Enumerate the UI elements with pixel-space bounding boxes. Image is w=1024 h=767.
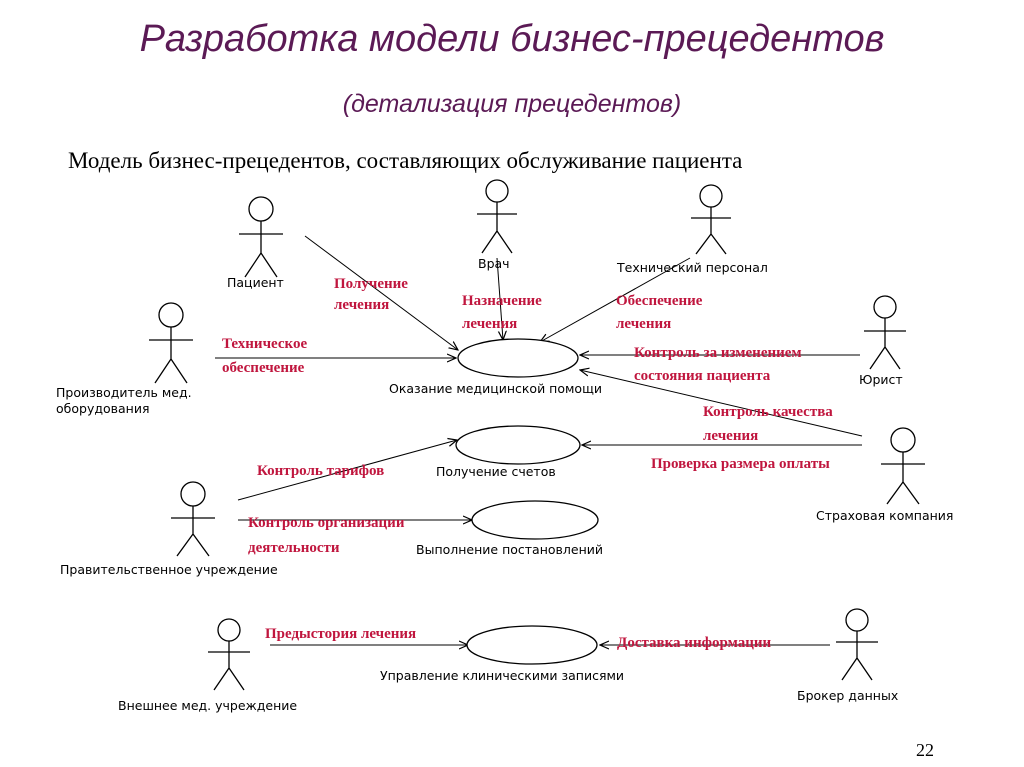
assoc-label-quality-control-2: лечения [703, 428, 758, 444]
slide-subtitle: (детализация прецедентов) [342, 90, 682, 118]
actor-body [864, 318, 906, 370]
assoc-line-insurance-care [580, 370, 863, 437]
actor-external-med [208, 618, 250, 691]
actor-label-patient: Пациент [227, 275, 284, 290]
usecase-label-records: Управление клиническими записями [380, 668, 624, 683]
assoc-line-tech-staff [540, 257, 691, 342]
assoc-label-receive-treatment-2: лечения [334, 297, 389, 313]
assoc-label-tech-support-1: Техническое [222, 336, 307, 352]
actor-head [217, 618, 241, 642]
actor-doctor [477, 179, 517, 254]
assoc-label-org-control-2: деятельности [248, 540, 340, 556]
page-number: 22 [916, 740, 934, 760]
actor-label-manufacturer-line1: Производитель мед. [56, 385, 192, 400]
usecase-regulations-ellipse [471, 500, 599, 540]
assoc-label-payment-check: Проверка размера оплаты [651, 456, 830, 472]
usecase-label-regulations: Выполнение постановлений [416, 542, 603, 557]
actor-label-data-broker: Брокер данных [797, 688, 898, 703]
actor-body [881, 452, 925, 505]
actor-patient [239, 196, 283, 278]
actor-label-manufacturer-line2: оборудования [56, 401, 149, 416]
actor-insurance [881, 427, 925, 505]
actor-lawyer [864, 295, 906, 370]
actor-head [180, 481, 206, 507]
assoc-line-patient [304, 235, 458, 350]
actor-body [208, 641, 250, 691]
actor-head [890, 427, 916, 453]
assoc-label-tech-support-2: обеспечение [222, 360, 305, 376]
assoc-label-treatment-history: Предыстория лечения [265, 626, 416, 642]
association-lines [215, 235, 863, 645]
usecase-label-billing: Получение счетов [436, 464, 556, 479]
actor-head [845, 608, 869, 632]
actor-body [836, 631, 878, 681]
assoc-label-prescribe-treatment-2: лечения [462, 316, 517, 332]
assoc-line-doctor [496, 257, 503, 340]
use-cases [455, 338, 599, 665]
usecase-billing-ellipse [455, 425, 581, 465]
actor-label-external-med: Внешнее мед. учреждение [118, 698, 297, 713]
usecase-label-medical-care: Оказание медицинской помощи [389, 381, 602, 396]
usecase-labels: Оказание медицинской помощи Получение сч… [380, 381, 624, 683]
actor-data-broker [836, 608, 878, 681]
actor-label-doctor: Врач [478, 256, 510, 271]
actor-body [239, 221, 283, 278]
actor-government [171, 481, 215, 557]
actor-label-government: Правительственное учреждение [60, 562, 278, 577]
association-labels: Получение лечения Назначение лечения Обе… [222, 276, 833, 651]
assoc-label-provide-treatment-1: Обеспечение [616, 293, 703, 309]
actor-label-tech-staff: Технический персонал [616, 260, 768, 275]
usecase-records-ellipse [466, 625, 598, 665]
actor-body [477, 202, 517, 254]
actor-head [485, 179, 509, 203]
slide-title: Разработка модели бизнес-прецедентов [139, 18, 885, 60]
assoc-label-info-delivery: Доставка информации [617, 635, 771, 651]
assoc-label-monitor-condition-2: состояния пациента [634, 368, 771, 384]
actor-head [873, 295, 897, 319]
actor-head [699, 184, 723, 208]
assoc-label-receive-treatment-1: Получение [334, 276, 408, 292]
assoc-line-gov-billing [237, 440, 457, 501]
actor-label-lawyer: Юрист [859, 372, 903, 387]
actor-head [248, 196, 274, 222]
actor-head [158, 302, 184, 328]
assoc-label-tariff-control: Контроль тарифов [257, 463, 384, 479]
assoc-label-provide-treatment-2: лечения [616, 316, 671, 332]
actor-labels: Пациент Врач Технический персонал Произв… [56, 256, 953, 713]
actor-med-manufacturer [149, 302, 193, 384]
assoc-label-monitor-condition-1: Контроль за изменением [634, 345, 802, 361]
actor-body [171, 506, 215, 557]
actor-label-insurance: Страховая компания [816, 508, 953, 523]
assoc-label-quality-control-1: Контроль качества [703, 404, 833, 420]
actor-tech-staff [691, 184, 731, 255]
assoc-label-org-control-1: Контроль организации [248, 515, 405, 531]
actor-body [691, 207, 731, 255]
usecase-medical-care-ellipse [457, 338, 579, 378]
assoc-label-prescribe-treatment-1: Назначение [462, 293, 542, 309]
actor-body [149, 327, 193, 384]
diagram-heading: Модель бизнес-прецедентов, составляющих … [68, 148, 743, 173]
